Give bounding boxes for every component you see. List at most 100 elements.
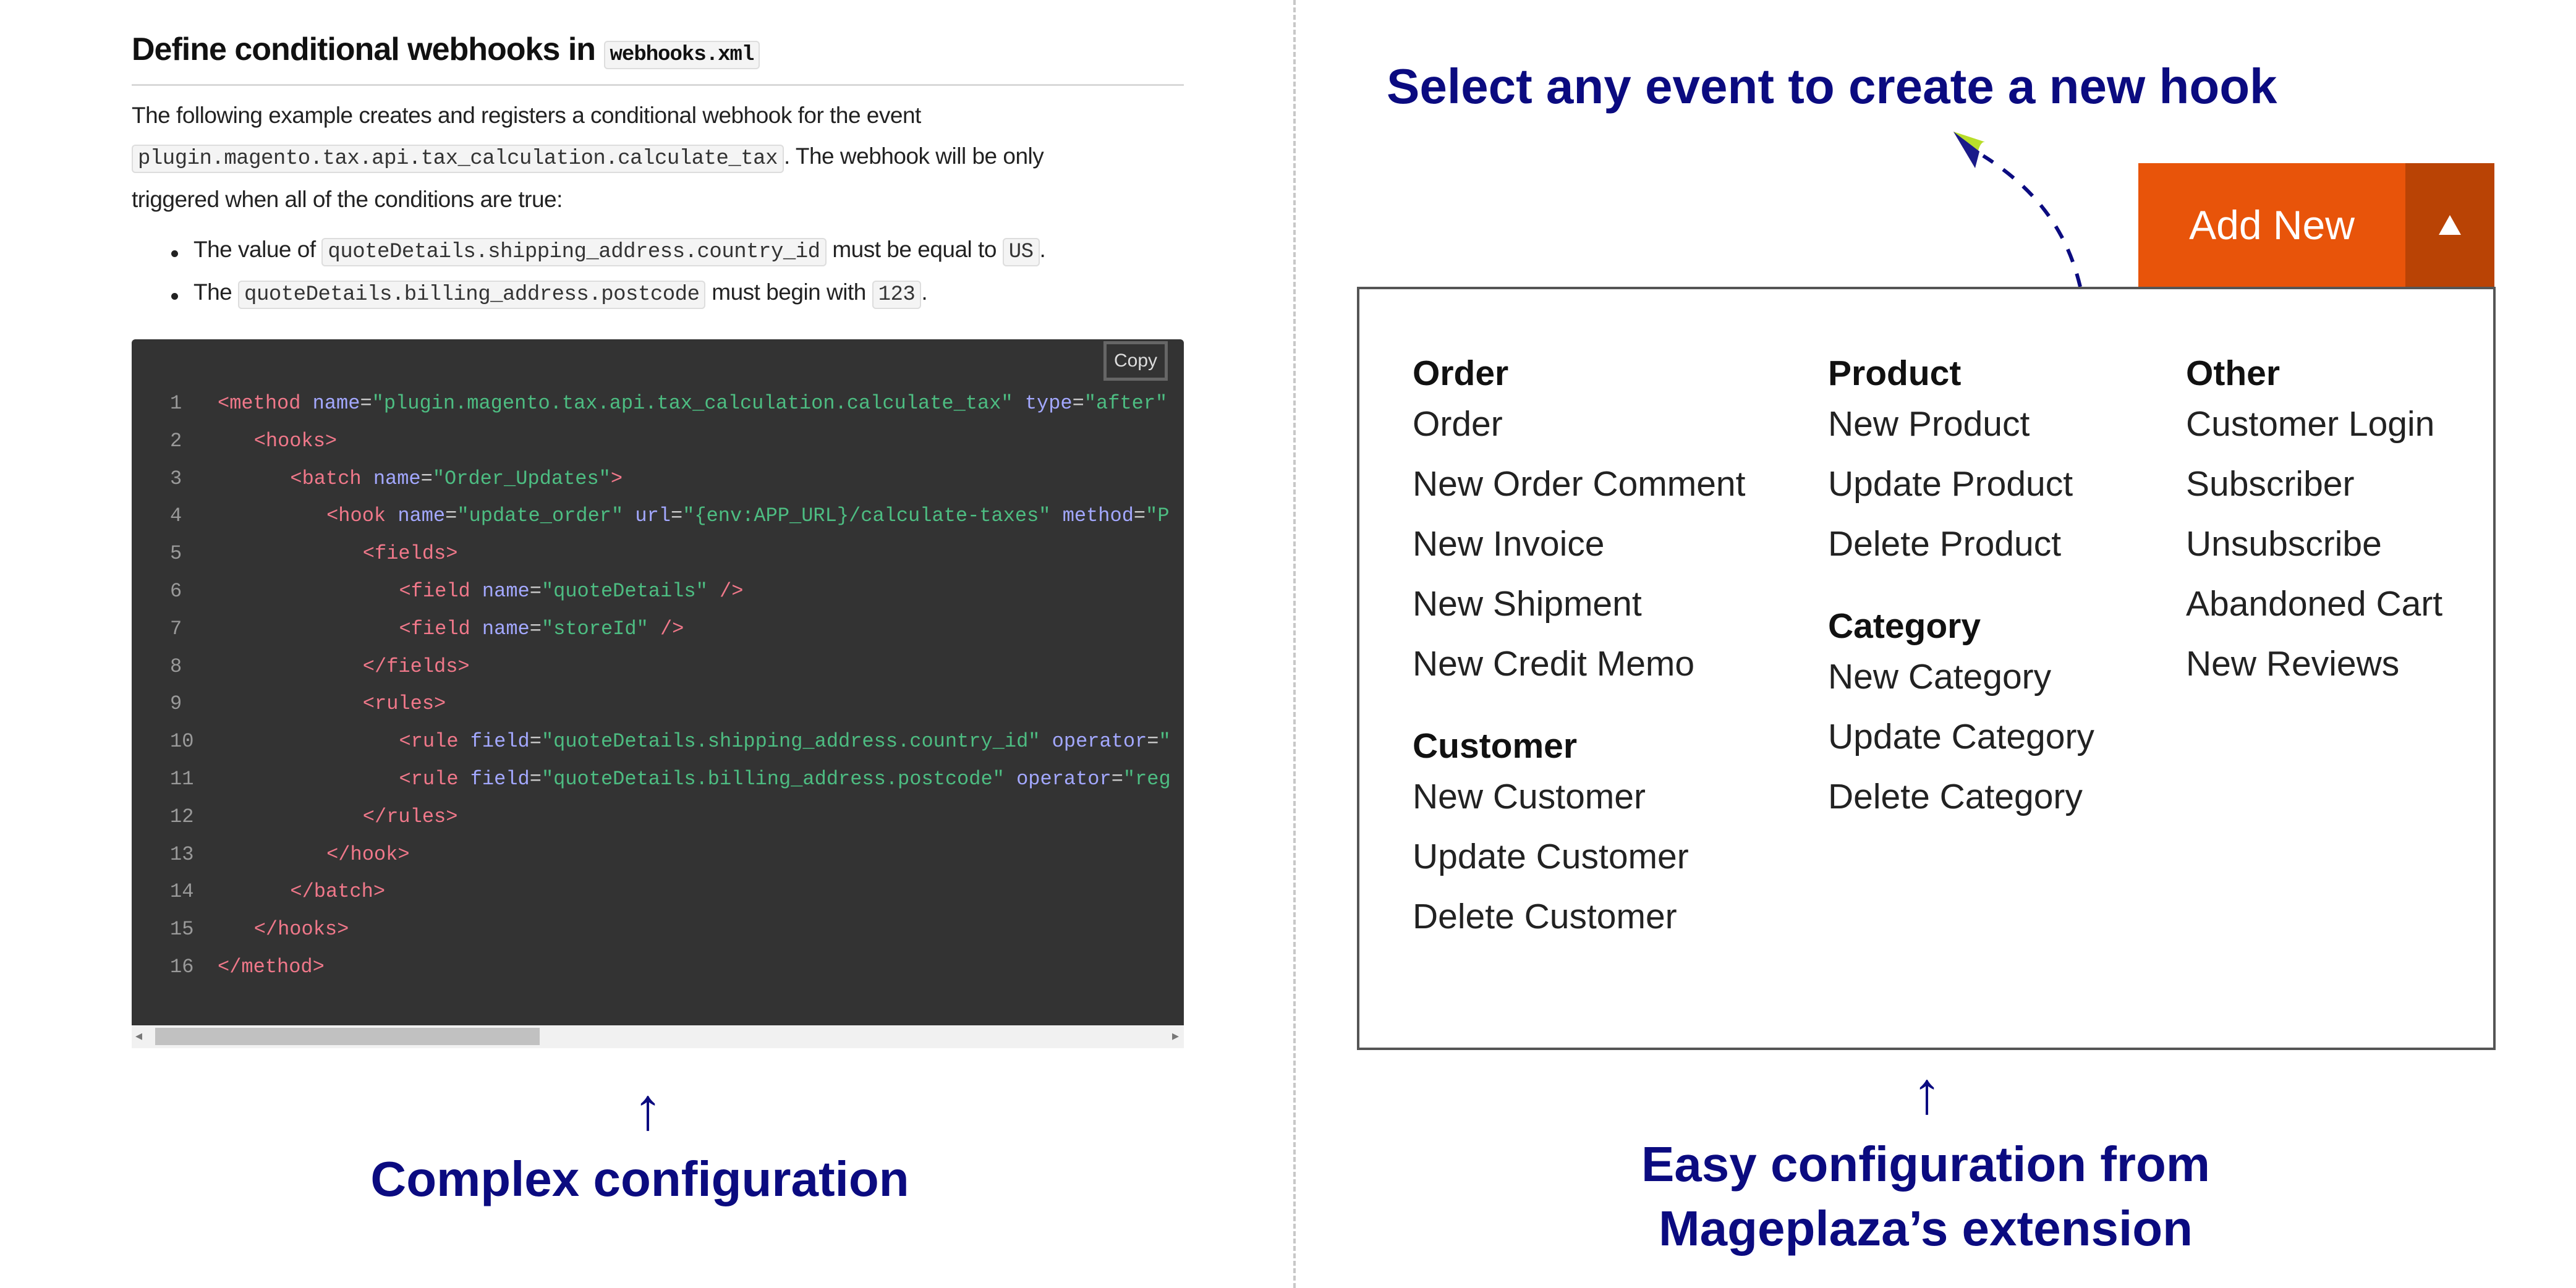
line-number: 12 xyxy=(170,805,194,828)
para-line: The following example creates and regist… xyxy=(132,103,921,128)
scroll-left-icon[interactable]: ◂ xyxy=(135,1028,143,1043)
bullet-text: . xyxy=(1039,237,1046,262)
code-token-tag: <method xyxy=(218,392,301,415)
code-token-p xyxy=(1005,768,1016,790)
menu-item[interactable]: Customer Login xyxy=(2186,404,2435,444)
code-token-p: = xyxy=(1147,730,1159,753)
menu-item[interactable]: New Product xyxy=(1828,404,2030,444)
menu-item[interactable]: Unsubscribe xyxy=(2186,524,2382,564)
scrollbar-thumb[interactable] xyxy=(155,1028,540,1045)
code-token-attr: name xyxy=(312,392,360,415)
code-text: </hook> xyxy=(326,836,409,873)
menu-item[interactable]: Delete Customer xyxy=(1413,897,1677,936)
menu-item[interactable]: New Credit Memo xyxy=(1413,644,1695,684)
line-number: 11 xyxy=(170,768,194,790)
dashed-curve-arrow xyxy=(1953,132,2082,287)
line-number: 10 xyxy=(170,730,194,753)
line-number: 5 xyxy=(170,542,182,566)
right-caption-line1: Easy configuration from xyxy=(1641,1137,2211,1192)
code-token-p: = xyxy=(1111,768,1123,790)
triangle-up-icon xyxy=(2439,215,2461,235)
code-token-tag: <field xyxy=(399,580,470,603)
code-text: <method name="plugin.magento.tax.api.tax… xyxy=(218,385,1167,422)
code-token-attr: operator xyxy=(1052,730,1147,753)
bullet-text: must be equal to xyxy=(832,237,997,262)
bullet-text: . xyxy=(921,279,928,305)
code-token-p: = xyxy=(529,730,542,753)
code-text: <field name="storeId" /> xyxy=(399,611,684,648)
line-number: 6 xyxy=(170,580,182,603)
menu-item[interactable]: Order xyxy=(1413,404,1503,444)
line-number: 4 xyxy=(170,504,182,528)
menu-item[interactable]: Update Product xyxy=(1828,464,2073,504)
menu-item[interactable]: New Shipment xyxy=(1413,584,1642,624)
code-token-tag: <field xyxy=(399,617,470,640)
menu-item[interactable]: Delete Product xyxy=(1828,524,2062,564)
menu-item[interactable]: New Customer xyxy=(1413,777,1646,816)
menu-item[interactable]: New Category xyxy=(1828,657,2052,697)
code-token-str: "update_order" xyxy=(457,504,624,528)
menu-item[interactable]: Subscriber xyxy=(2186,464,2355,504)
bullet-item: The value of quoteDetails.shipping_addre… xyxy=(171,237,1046,266)
code-token-p xyxy=(300,392,312,415)
code-token-attr: field xyxy=(470,768,530,790)
code-text: <hooks> xyxy=(254,423,337,460)
left-caption: Complex configuration xyxy=(370,1151,909,1206)
bullet-text: The value of xyxy=(193,237,316,262)
line-number: 3 xyxy=(170,467,182,490)
bullet-text: The xyxy=(193,279,232,305)
code-token-attr: type xyxy=(1024,392,1073,415)
code-text: </rules> xyxy=(363,799,458,836)
menu-item[interactable]: New Reviews xyxy=(2186,644,2400,684)
code-token-str: "after" xyxy=(1084,392,1168,415)
code-text: </fields> xyxy=(363,648,470,685)
code-token-tag: <fields> xyxy=(362,542,458,566)
code-token-attr: method xyxy=(1062,504,1134,528)
code-token-tag: <hooks> xyxy=(253,429,338,452)
menu-group-heading: Customer xyxy=(1413,726,1578,766)
code-token-attr: name xyxy=(482,617,530,640)
code-token-str: "quoteDetails.billing_address.postcode" xyxy=(541,768,1005,790)
doc-paragraph: The following example creates and regist… xyxy=(132,95,1184,220)
code-token-tag: </method> xyxy=(218,955,325,978)
menu-item[interactable]: New Invoice xyxy=(1413,524,1605,564)
bullet-code: quoteDetails.shipping_address.country_id xyxy=(321,238,827,266)
code-token-str: "P xyxy=(1146,504,1170,528)
add-new-button[interactable]: Add New xyxy=(2138,163,2405,287)
line-number: 1 xyxy=(170,392,182,415)
code-horizontal-scrollbar[interactable]: ◂ ▸ xyxy=(132,1025,1184,1048)
center-divider xyxy=(1293,0,1296,1288)
menu-item[interactable]: Update Customer xyxy=(1413,837,1689,876)
code-token-p: = xyxy=(1133,504,1146,528)
menu-item[interactable]: Abandoned Cart xyxy=(2186,584,2443,624)
code-token-p: = xyxy=(529,617,542,640)
code-token-tag: /> xyxy=(719,580,744,603)
scroll-right-icon[interactable]: ▸ xyxy=(1171,1028,1179,1043)
copy-button[interactable]: Copy xyxy=(1103,341,1168,381)
bullet-code: quoteDetails.billing_address.postcode xyxy=(238,281,706,309)
code-token-p xyxy=(1040,730,1052,753)
code-token-tag: <rule xyxy=(399,730,459,753)
add-new-dropdown-toggle[interactable] xyxy=(2405,163,2494,287)
right-caption-line2: Mageplaza’s extension xyxy=(1659,1201,2193,1256)
code-token-tag: /> xyxy=(660,617,684,640)
bullet-code: US xyxy=(1002,238,1040,266)
menu-item[interactable]: Delete Category xyxy=(1828,777,2083,816)
code-token-str: "quoteDetails" xyxy=(541,580,708,603)
code-text: </method> xyxy=(218,949,325,986)
code-token-p xyxy=(459,730,470,753)
line-number: 9 xyxy=(170,692,182,716)
line-number: 14 xyxy=(170,880,194,904)
code-block: Copy 1 <method name="plugin.magento.tax.a… xyxy=(132,339,1184,1025)
code-token-str: "Order_Updates" xyxy=(432,467,611,490)
doc-heading-code: webhooks.xml xyxy=(603,41,760,69)
menu-item[interactable]: Update Category xyxy=(1828,717,2094,756)
code-token-p xyxy=(386,504,397,527)
code-token-p: = xyxy=(529,768,542,790)
code-token-tag: </hooks> xyxy=(253,918,349,941)
code-token-str: "{env:APP_URL}/calculate-taxes" xyxy=(682,504,1051,528)
heading-divider xyxy=(132,84,1184,86)
menu-item[interactable]: New Order Comment xyxy=(1413,464,1746,504)
